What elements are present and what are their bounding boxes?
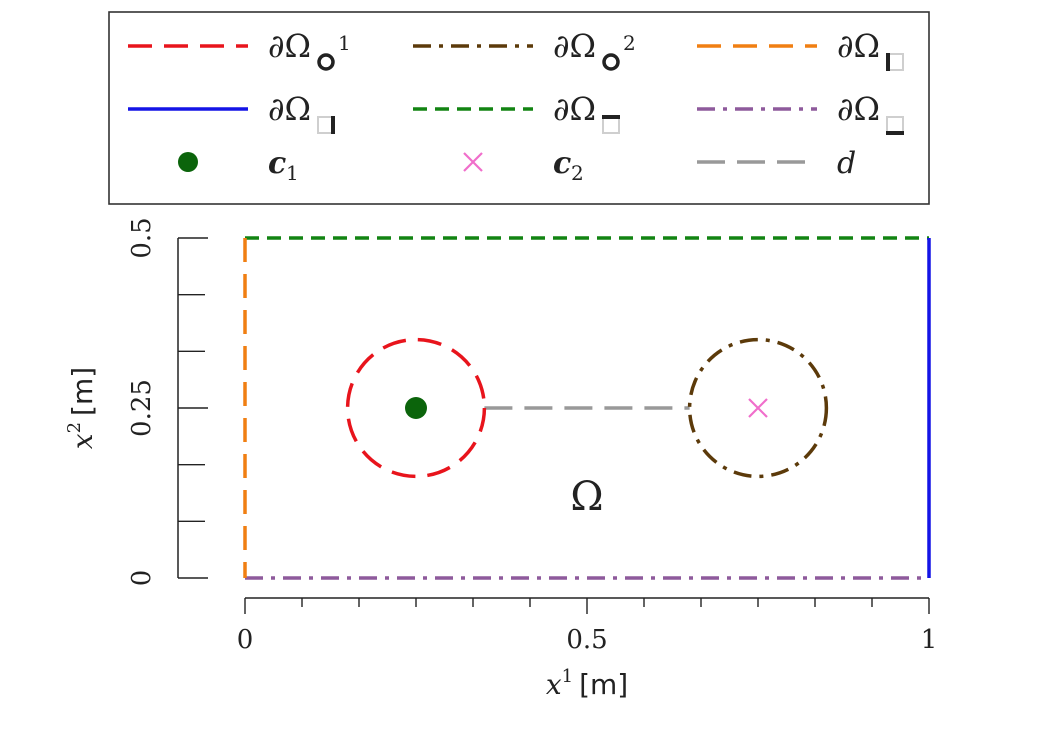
top-bar-subscript-icon bbox=[602, 115, 620, 134]
legend-label: ∂Ω bbox=[553, 27, 596, 65]
right-bar-subscript-icon bbox=[317, 116, 335, 134]
ring-subscript-icon bbox=[317, 53, 335, 71]
domain-content: Ω bbox=[243, 236, 931, 580]
center-marker-2 bbox=[748, 398, 768, 418]
y-tick-label: 0.5 bbox=[127, 217, 157, 258]
legend-subscript: 2 bbox=[571, 161, 584, 185]
y-axis-label: x2[m] bbox=[64, 367, 99, 449]
legend-label: ∂Ω bbox=[837, 27, 880, 65]
legend-label: d bbox=[837, 146, 856, 181]
ring-subscript-icon bbox=[602, 53, 620, 71]
left-bar-subscript-icon bbox=[886, 53, 904, 71]
legend-dot-marker bbox=[178, 152, 198, 172]
legend-entry: d bbox=[697, 146, 856, 181]
x-axis-label: x1[m] bbox=[546, 666, 628, 701]
legend-label: c bbox=[553, 146, 571, 181]
y-tick-label: 0 bbox=[127, 570, 157, 587]
circle-boundary-2 bbox=[687, 337, 829, 479]
legend-superscript: 2 bbox=[623, 31, 636, 55]
legend-superscript: 1 bbox=[338, 31, 351, 55]
legend-entry: ∂Ω 1 bbox=[128, 27, 351, 71]
legend-entry: ∂Ω bbox=[413, 90, 620, 134]
legend-label: ∂Ω bbox=[553, 90, 596, 128]
legend-label: ∂Ω bbox=[268, 90, 311, 128]
legend-label: ∂Ω bbox=[837, 90, 880, 128]
domain-label: Ω bbox=[570, 474, 603, 520]
circle-boundary-1 bbox=[345, 337, 487, 479]
legend-subscript: 1 bbox=[286, 161, 299, 185]
x-tick-label: 0.5 bbox=[566, 625, 607, 655]
center-marker-1 bbox=[405, 397, 427, 419]
legend-entry: ∂Ω bbox=[128, 90, 335, 134]
legend-label: c bbox=[268, 146, 286, 181]
legend-label: ∂Ω bbox=[268, 27, 311, 65]
legend-entry: ∂Ω bbox=[697, 90, 904, 135]
bottom-bar-subscript-icon bbox=[886, 116, 904, 135]
x-tick-label: 1 bbox=[921, 625, 938, 655]
x-tick-label: 0 bbox=[237, 625, 254, 655]
axes: 0 0.25 0.5 x2[m] 0 0.5 1 x1[m] bbox=[64, 217, 937, 701]
y-tick-label: 0.25 bbox=[127, 379, 157, 437]
legend-entry: ∂Ω bbox=[697, 27, 904, 71]
legend-x-marker bbox=[463, 152, 483, 172]
legend-entry: ∂Ω 2 bbox=[413, 27, 636, 71]
